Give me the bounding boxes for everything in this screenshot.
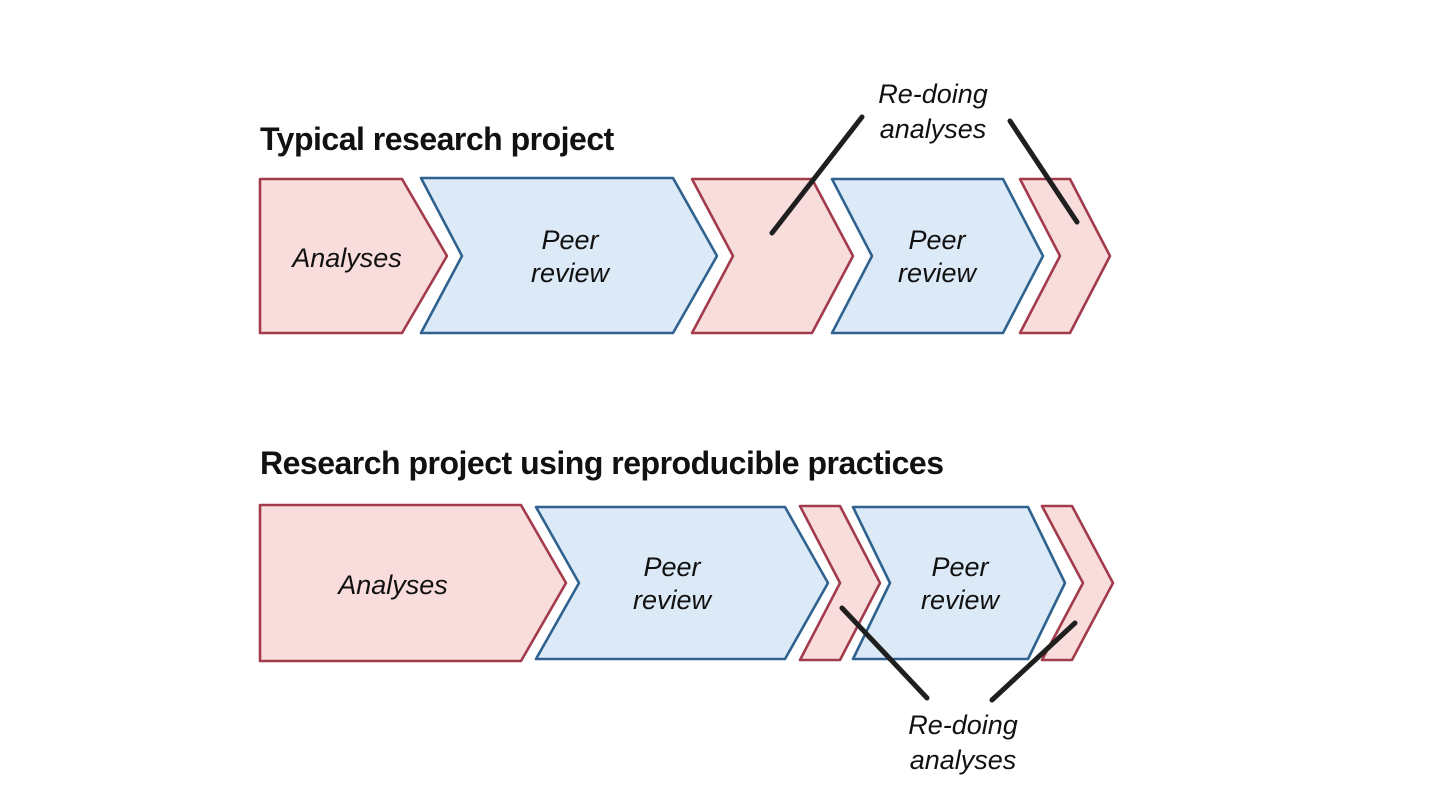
row2-annotation-pointer-right [989,620,1078,703]
row2-reproducible-research-project: Research project using reproducible prac… [258,445,1115,775]
row1-peer-review-2-label-line1: Peer [908,225,966,255]
row1-redo-analyses-chevron-2 [1018,177,1112,335]
row2-peer-review-2-chevron [851,505,1067,661]
row1-annotation-line2: analyses [880,114,987,144]
row1-peer-review-1-label-line2: review [531,258,611,288]
row2-annotation-line1: Re-doing [908,710,1018,740]
row2-title: Research project using reproducible prac… [260,445,944,481]
row2-peer-review-1-label-line2: review [633,585,713,615]
row2-redo-analyses-chevron-1 [798,504,882,662]
row1-annotation-pointer-left [769,114,865,236]
row2-analyses-label: Analyses [336,570,448,600]
row1-annotation-line1: Re-doing [878,79,988,109]
row2-peer-review-2-label-line1: Peer [931,552,989,582]
row1-peer-review-1-chevron [419,176,719,335]
row1-peer-review-1-label-line1: Peer [541,225,599,255]
row1-typical-research-project: Typical research project Analyses Peer r… [258,79,1112,335]
row1-peer-review-2-label-line2: review [898,258,978,288]
row2-peer-review-2-label-line2: review [921,585,1001,615]
row2-annotation-pointer-left [839,605,930,701]
row2-peer-review-1-chevron [534,505,830,661]
row1-title: Typical research project [260,121,615,157]
row1-peer-review-2-chevron [830,177,1045,335]
row1-analyses-arrow [258,177,449,335]
row2-peer-review-1-label-line1: Peer [643,552,701,582]
row2-annotation-line2: analyses [910,745,1017,775]
row2-redo-analyses-chevron-2 [1040,504,1115,662]
row1-annotation-pointer-right [1007,118,1080,225]
row2-analyses-arrow [258,503,568,663]
row1-analyses-label: Analyses [290,243,402,273]
